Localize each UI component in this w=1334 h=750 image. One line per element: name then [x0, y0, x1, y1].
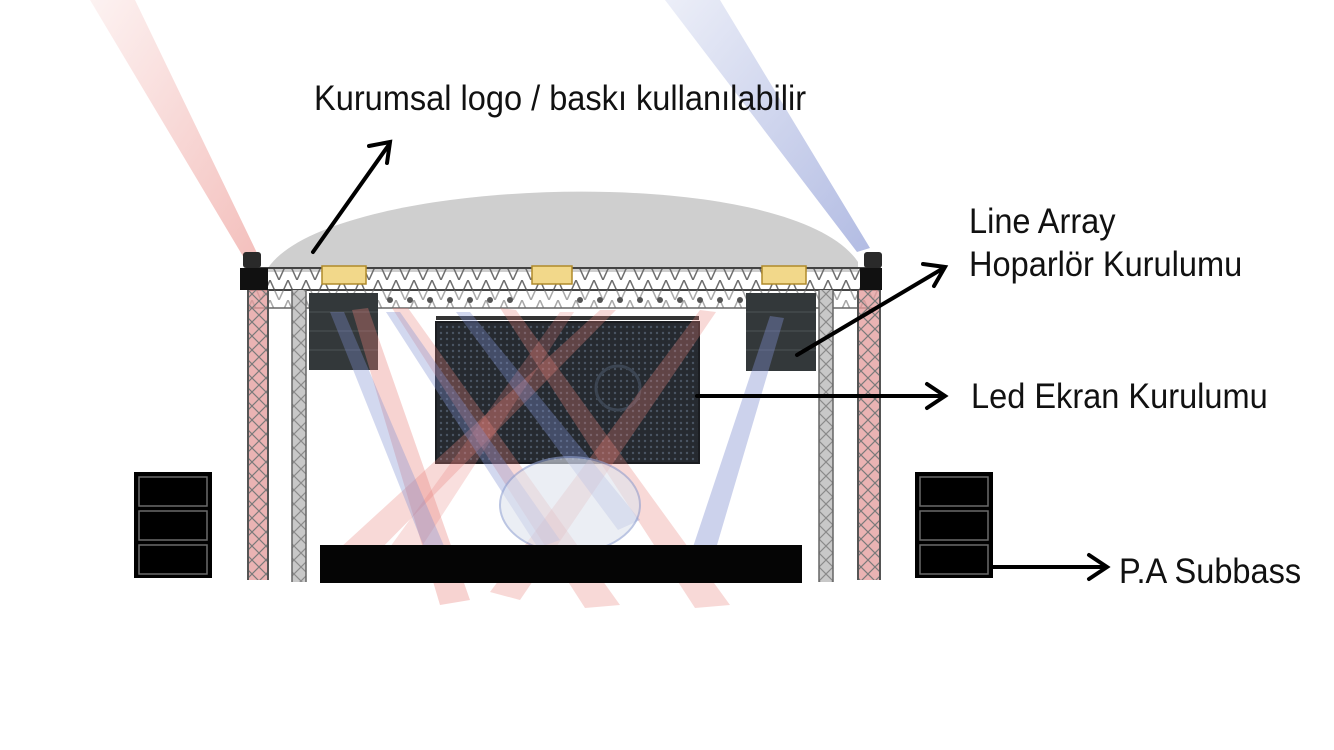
arrow-subbass [990, 553, 1111, 581]
beam-red-3 [500, 308, 730, 608]
floor-light-spot [499, 456, 641, 554]
subwoofer-cabinet-icon [134, 472, 993, 578]
line-array-left [309, 293, 378, 370]
logo-annotation: Kurumsal logo / baskı kullanılabilir [314, 79, 807, 118]
moving-head-light-icon [243, 252, 882, 268]
subbass-stack-right [915, 472, 993, 578]
roof-canopy [268, 191, 858, 272]
truss-tower-outer-left [247, 290, 269, 580]
beam-red-6 [372, 312, 574, 580]
callout-arrows [311, 139, 1111, 581]
beam-blue-1 [330, 312, 450, 562]
subbass-annotation: P.A Subbass [1119, 552, 1302, 591]
beam-red-top-left [90, 0, 258, 258]
sky-beams [90, 0, 870, 258]
truss-tower-inner-left [291, 290, 307, 582]
beam-red-4 [340, 310, 616, 560]
truss-tower-inner-right [818, 290, 834, 582]
stage-deck [320, 545, 802, 583]
line-array-annotation: Line Array Hoparlör Kurulumu [969, 201, 1242, 286]
beam-blue-4 [690, 316, 784, 562]
arrow-line-array [795, 262, 949, 357]
line-array-annotation-line1: Line Array [969, 202, 1116, 241]
blinder-right [761, 265, 807, 285]
blinder-left [321, 265, 367, 285]
arrow-led-screen [695, 382, 949, 410]
stage-beams [330, 308, 784, 608]
beam-blue-top-right [665, 0, 870, 252]
line-array-speaker-icon [309, 293, 816, 371]
led-screen [435, 316, 700, 464]
line-array-annotation-line2: Hoparlör Kurulumu [969, 244, 1243, 284]
blinder-center [531, 265, 573, 285]
truss-tower-outer-right [857, 290, 881, 580]
arrow-logo [311, 139, 393, 254]
led-screen-annotation: Led Ekran Kurulumu [971, 377, 1268, 416]
line-array-right [746, 293, 816, 371]
beam-red-1 [352, 308, 470, 605]
subbass-stack-left [134, 472, 212, 578]
blinder-lights [321, 265, 807, 285]
